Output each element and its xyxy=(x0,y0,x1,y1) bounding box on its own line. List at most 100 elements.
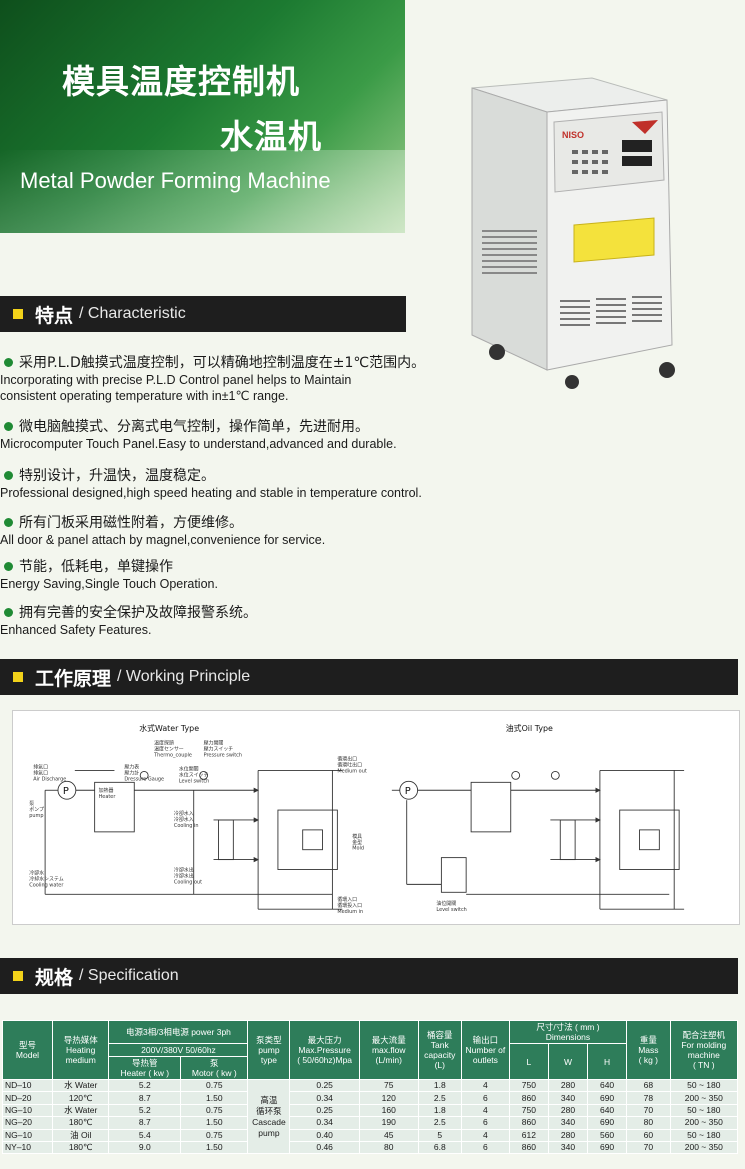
cell-flow: 45 xyxy=(358,1128,419,1142)
cell-l: 612 xyxy=(508,1128,549,1142)
cell-mass: 78 xyxy=(626,1091,671,1105)
cell-molding: 50 ~ 180 xyxy=(669,1103,739,1118)
cell-pressure: 0.25 xyxy=(289,1103,360,1118)
brand-logo: NISO xyxy=(562,130,584,140)
cell-tank: 2.5 xyxy=(417,1091,463,1105)
characteristic-header: 特点 / Characteristic xyxy=(0,296,406,332)
feature-item: 拥有完善的安全保护及故障报警系统。 Enhanced Safety Featur… xyxy=(0,602,560,638)
th-max-flow: 最大流量 max.flow (L/min) xyxy=(358,1020,419,1080)
cell-motor: 0.75 xyxy=(180,1128,249,1142)
cell-w: 340 xyxy=(547,1140,589,1155)
bullet-icon xyxy=(4,608,13,617)
feature-cn: 所有门板采用磁性附着，方便维修。 xyxy=(19,515,243,531)
feature-en: Enhanced Safety Features. xyxy=(0,623,152,637)
cell-flow: 120 xyxy=(358,1091,419,1105)
cell-pressure: 0.25 xyxy=(289,1078,360,1093)
cell-tank: 1.8 xyxy=(417,1078,463,1093)
cell-l: 860 xyxy=(508,1116,549,1130)
feature-item: 特别设计，升温快，温度稳定。 Professional designed,hig… xyxy=(0,465,560,501)
th-molding: 配合注塑机 For molding machine ( TN ) xyxy=(669,1020,739,1080)
working-title-cn: 工作原理 xyxy=(35,667,112,690)
cell-l: 860 xyxy=(508,1091,549,1105)
cell-w: 280 xyxy=(547,1078,589,1093)
cell-h: 690 xyxy=(587,1091,628,1105)
cell-heater: 5.2 xyxy=(108,1103,182,1118)
feature-en: All door & panel attach by magnel,conven… xyxy=(0,533,326,547)
cell-tank: 1.8 xyxy=(417,1103,463,1118)
cell-outlets: 4 xyxy=(461,1078,510,1093)
bullet-icon xyxy=(4,518,13,527)
cell-w: 340 xyxy=(547,1116,589,1130)
machine-image: NISO xyxy=(471,77,675,389)
bullet-icon xyxy=(4,471,13,480)
cell-flow: 160 xyxy=(358,1103,419,1118)
cell-model: ND–10 xyxy=(2,1078,53,1093)
cell-h: 640 xyxy=(587,1078,628,1093)
cell-motor: 1.50 xyxy=(180,1116,249,1130)
cell-flow: 190 xyxy=(358,1116,419,1130)
feature-en: Energy Saving,Single Touch Operation. xyxy=(0,577,218,591)
characteristic-title-en: / Characteristic xyxy=(79,305,186,322)
feature-en: Professional designed,high speed heating… xyxy=(0,486,422,500)
cell-l: 750 xyxy=(508,1103,549,1118)
feature-cn: 采用P.L.D触摸式温度控制，可以精确地控制温度在±1℃范围内。 xyxy=(19,355,426,371)
th-mass: 重量 Mass ( kg ) xyxy=(626,1020,671,1080)
cell-outlets: 4 xyxy=(461,1128,510,1142)
feature-en: consistent operating temperature with in… xyxy=(0,389,289,403)
cell-mass: 70 xyxy=(626,1103,671,1118)
cell-mass: 70 xyxy=(626,1140,671,1155)
th-h: H xyxy=(587,1043,628,1080)
cell-molding: 200 ~ 350 xyxy=(669,1140,739,1155)
cell-pressure: 0.34 xyxy=(289,1091,360,1105)
feature-item: 节能，低耗电，单键操作 Energy Saving,Single Touch O… xyxy=(0,556,560,592)
cell-model: ND–20 xyxy=(2,1091,53,1105)
cell-heater: 8.7 xyxy=(108,1091,182,1105)
th-medium: 导热媒体 Heating medium xyxy=(51,1020,110,1080)
cell-molding: 50 ~ 180 xyxy=(669,1128,739,1142)
cell-l: 750 xyxy=(508,1078,549,1093)
title-banner: 模具温度控制机 水温机 Metal Powder Forming Machine xyxy=(0,0,405,233)
cell-h: 640 xyxy=(587,1103,628,1118)
spec-title-en: / Specification xyxy=(79,967,179,984)
bullet-icon xyxy=(4,358,13,367)
th-tank: 桶容量 Tank capacity (L) xyxy=(417,1020,463,1080)
cell-pressure: 0.34 xyxy=(289,1116,360,1130)
cell-pressure: 0.46 xyxy=(289,1140,360,1155)
cell-outlets: 6 xyxy=(461,1091,510,1105)
oil-type-title: 油式Oil Type xyxy=(506,723,553,733)
feature-cn: 节能，低耗电，单键操作 xyxy=(19,559,173,575)
th-voltage: 200V/380V 50/60hz xyxy=(108,1043,249,1057)
feature-en: Incorporating with precise P.L.D Control… xyxy=(0,373,352,387)
feature-en: Microcomputer Touch Panel.Easy to unders… xyxy=(0,437,397,451)
cell-heater: 5.2 xyxy=(108,1078,182,1093)
cell-mass: 80 xyxy=(626,1116,671,1130)
cell-model: NG–20 xyxy=(2,1116,53,1130)
cell-motor: 1.50 xyxy=(180,1140,249,1155)
cell-flow: 80 xyxy=(358,1140,419,1155)
bullet-icon xyxy=(4,422,13,431)
cell-heater: 9.0 xyxy=(108,1140,182,1155)
feature-cn: 微电脑触摸式、分离式电气控制，操作简单，先进耐用。 xyxy=(19,419,369,435)
cell-h: 690 xyxy=(587,1116,628,1130)
cell-l: 860 xyxy=(508,1140,549,1155)
feature-item: 所有门板采用磁性附着，方便维修。 All door & panel attach… xyxy=(0,512,560,548)
characteristic-title-cn: 特点 xyxy=(35,304,74,327)
cell-tank: 5 xyxy=(417,1128,463,1142)
cell-medium: 水 Water xyxy=(51,1078,110,1093)
